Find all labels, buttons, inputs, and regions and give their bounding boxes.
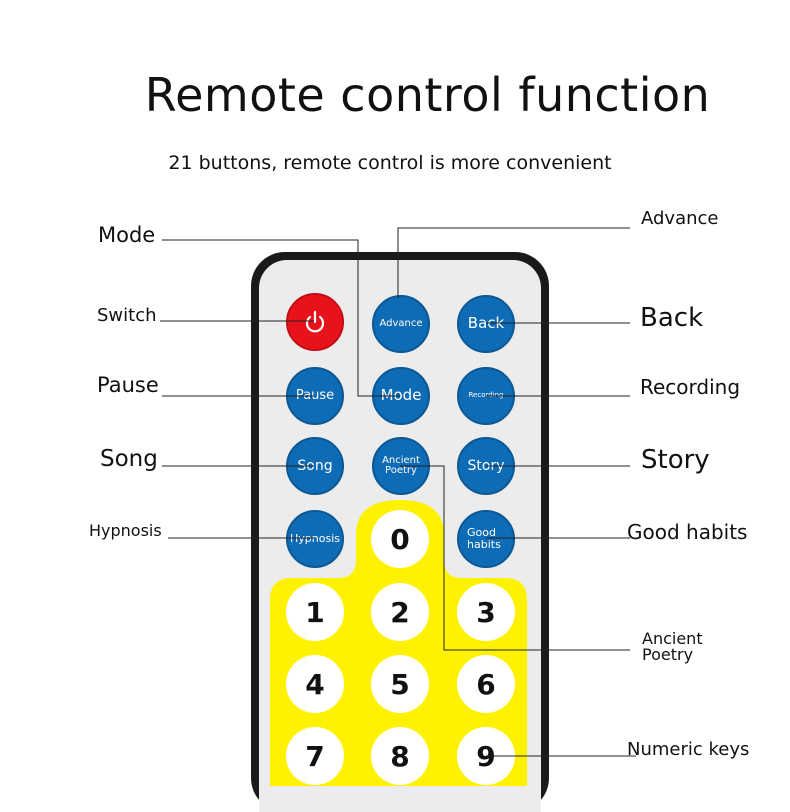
good-habits-button[interactable]: Good habits [457, 510, 515, 568]
number-5-button[interactable]: 5 [371, 655, 429, 713]
callout-lines [160, 227, 636, 757]
power-button[interactable] [286, 293, 344, 351]
callout-switch: Switch [97, 305, 157, 326]
callout-good-habits: Good habits [627, 520, 748, 544]
callout-numeric-keys: Numeric keys [627, 739, 750, 760]
callout-mode: Mode [98, 223, 156, 247]
callout-recording: Recording [640, 375, 741, 399]
number-2-button[interactable]: 2 [371, 583, 429, 641]
callout-pause: Pause [97, 373, 159, 397]
number-1-button[interactable]: 1 [286, 583, 344, 641]
hypnosis-button[interactable]: Hypnosis [286, 510, 344, 568]
number-7-button[interactable]: 7 [286, 727, 344, 785]
number-pad-background [270, 500, 527, 786]
back-button[interactable]: Back [457, 295, 515, 353]
callout-story: Story [641, 445, 710, 475]
ancient-poetry-leader-line [400, 465, 630, 651]
page-subtitle: 21 buttons, remote control is more conve… [168, 152, 612, 174]
mode-leader-line [162, 239, 400, 397]
number-4-button[interactable]: 4 [286, 655, 344, 713]
callout-back: Back [640, 303, 704, 333]
number-6-button[interactable]: 6 [457, 655, 515, 713]
callout-song: Song [100, 446, 158, 472]
callout-ancient-poetry: Ancient Poetry [642, 629, 703, 664]
callout-hypnosis: Hypnosis [89, 521, 162, 540]
number-3-button[interactable]: 3 [457, 583, 515, 641]
pause-button[interactable]: Pause [286, 367, 344, 425]
number-0-button[interactable]: 0 [371, 510, 429, 568]
number-9-button[interactable]: 9 [457, 727, 515, 785]
advance-button[interactable]: Advance [372, 295, 430, 353]
number-8-button[interactable]: 8 [371, 727, 429, 785]
callout-advance: Advance [641, 208, 719, 229]
advance-leader-line [397, 227, 630, 298]
page-title: Remote control function [144, 68, 711, 122]
